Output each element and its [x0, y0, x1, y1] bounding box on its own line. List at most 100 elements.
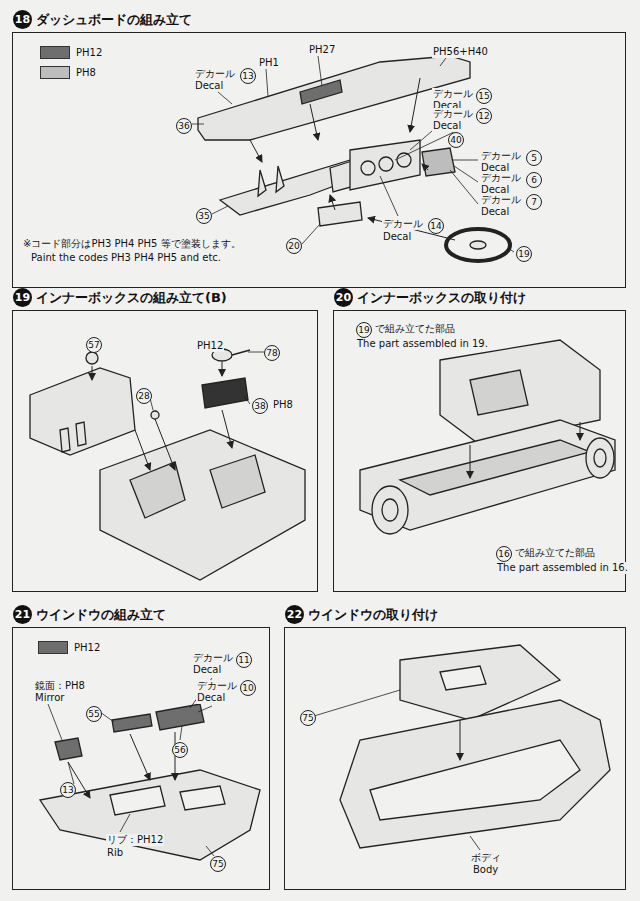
drawn-part [422, 148, 455, 176]
drawn-part [202, 378, 248, 408]
callout-number: 28 [136, 388, 152, 404]
step-number: 19 [13, 288, 32, 307]
drawn-part [395, 132, 454, 160]
part-label: The part assembled in 16. [496, 562, 629, 574]
drawn-part [440, 58, 446, 66]
part-label: デカール [382, 218, 424, 230]
color-swatch [40, 46, 70, 59]
step-heading: 22ウインドウの取り付け [285, 604, 438, 624]
step-title: インナーボックスの取り付け [357, 290, 526, 305]
callout-number: 38 [252, 398, 268, 414]
drawn-part [452, 160, 478, 161]
part-label: Decal [192, 664, 222, 676]
part-label: Body [472, 864, 499, 876]
part-label: デカール [432, 88, 474, 100]
drawn-part [192, 124, 204, 125]
drawn-part [40, 770, 260, 860]
drawn-part [180, 786, 225, 810]
part-label: デカール [432, 108, 474, 120]
part-label: PH1 [258, 57, 280, 69]
callout-number: 35 [196, 208, 212, 224]
drawn-part [68, 762, 74, 784]
drawn-part [422, 164, 428, 170]
drawn-part [360, 420, 615, 530]
drawn-part [68, 78, 580, 798]
step-title: ウインドウの組み立て [36, 607, 166, 622]
step-panel: 22ウインドウの取り付け [284, 627, 626, 890]
drawn-part [222, 410, 232, 448]
callout-number: 12 [476, 108, 492, 124]
drawn-part [266, 69, 268, 96]
drawn-part [302, 224, 320, 244]
step-heading: 20 インナーボックスの取り付け [334, 287, 526, 307]
step-heading: 21ウインドウの組み立て [13, 604, 166, 624]
part-label: Decal [194, 80, 224, 92]
drawn-part [318, 56, 322, 86]
callout-number: 36 [176, 118, 192, 134]
part-label: Decal [382, 231, 412, 243]
step-title: インナーボックスの組み立て(B) [36, 290, 227, 305]
callout-number: 75 [300, 710, 316, 726]
step-panel: 21ウインドウの組み立て [12, 627, 270, 890]
drawn-part [470, 836, 480, 850]
drawn-part [86, 352, 98, 364]
drawn-part [248, 352, 264, 353]
drawn-part [180, 726, 182, 740]
callout-number: 7 [526, 194, 542, 210]
part-label: PH56+H40 [432, 46, 489, 58]
step-heading: 18ダッシュボードの組み立て [13, 9, 192, 29]
drawn-part [450, 170, 478, 204]
callout-number: 15 [476, 88, 492, 104]
part-label: PH27 [308, 44, 336, 56]
part-label: Mirror [34, 692, 65, 704]
drawn-part [222, 362, 223, 376]
drawn-part [55, 738, 82, 760]
part-label: ※コード部分はPH3 PH4 PH5 等で塗装します。 [22, 238, 242, 250]
drawn-part [120, 814, 130, 832]
drawn-part [470, 370, 528, 415]
drawn-part [350, 140, 420, 190]
drawn-part [310, 104, 318, 140]
drawn-part [470, 241, 486, 249]
drawn-part [112, 714, 152, 732]
drawn-part [446, 229, 510, 261]
drawn-part [258, 170, 266, 196]
drawn-part [250, 140, 262, 162]
callout-number: 5 [526, 150, 542, 166]
drawn-part [60, 428, 70, 452]
step-number: 18 [13, 10, 32, 29]
step-title: ウインドウの取り付け [308, 607, 438, 622]
callout-number: 19 [356, 322, 372, 338]
part-label: で組み立てた部品 [374, 323, 456, 335]
legend-text: PH12 [74, 642, 100, 654]
part-label: Decal [432, 120, 462, 132]
drawn-part [330, 195, 335, 210]
step-number: 20 [334, 288, 353, 307]
drawn-part [594, 449, 606, 467]
drawn-part [232, 350, 250, 355]
legend-text: PH12 [76, 47, 102, 59]
drawn-part [372, 486, 408, 534]
drawn-part [198, 56, 470, 140]
drawn-part [410, 78, 420, 132]
drawn-part [300, 80, 342, 104]
callout-number: 13 [240, 68, 256, 84]
part-label: 鏡面：PH8 [34, 680, 86, 692]
callout-number: 40 [448, 132, 464, 148]
drawn-part [244, 396, 250, 404]
legend-text: PH8 [76, 67, 96, 79]
part-label: Rib [106, 847, 124, 859]
callout-number: 10 [240, 680, 256, 696]
drawn-part [380, 176, 398, 216]
drawn-part [212, 206, 228, 214]
drawn-part [100, 712, 114, 722]
drawn-part [130, 462, 185, 518]
drawn-part [48, 704, 62, 740]
drawn-part [110, 786, 165, 815]
drawn-part [135, 430, 150, 470]
drawn-part [470, 445, 471, 478]
drawn-part [580, 422, 581, 440]
drawn-part [318, 202, 362, 226]
callout-number: 57 [86, 337, 102, 353]
